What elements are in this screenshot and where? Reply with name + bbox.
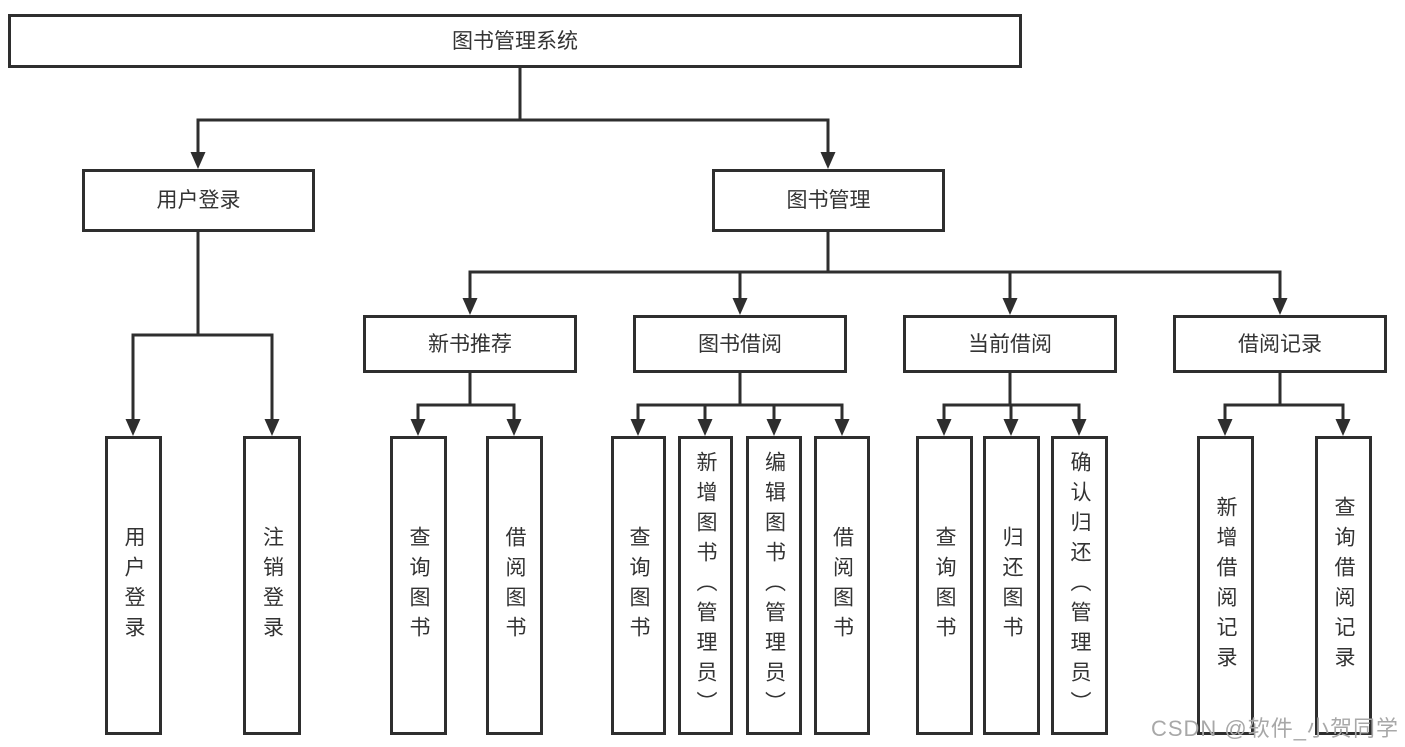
leaf-label: 借阅图书 [503, 525, 526, 646]
leaf-label: 归还图书 [1000, 525, 1023, 646]
node-current-borrowing: 当前借阅 [903, 315, 1117, 373]
leaf-query-books-borrowing: 查询图书 [611, 436, 666, 735]
leaf-label: 借阅图书 [830, 525, 854, 646]
leaf-query-books-current: 查询图书 [916, 436, 973, 735]
node-library-system: 图书管理系统 [8, 14, 1022, 68]
leaf-query-books-recommend: 查询图书 [390, 436, 447, 735]
leaf-borrow-books-recommend: 借阅图书 [486, 436, 543, 735]
leaf-confirm-return-admin: 确认归还（管理员） [1051, 436, 1108, 735]
leaf-label: 查询图书 [407, 525, 430, 646]
leaf-add-books-admin: 新增图书（管理员） [678, 436, 733, 735]
leaf-add-borrow-record: 新增借阅记录 [1197, 436, 1254, 735]
leaf-label: 编辑图书（管理员） [762, 450, 786, 721]
leaf-label: 用户登录 [122, 525, 145, 646]
leaf-label: 新增借阅记录 [1214, 495, 1237, 676]
leaf-query-borrow-record: 查询借阅记录 [1315, 436, 1372, 735]
leaf-logout: 注销登录 [243, 436, 301, 735]
leaf-label: 查询借阅记录 [1332, 495, 1355, 676]
node-new-book-recommend: 新书推荐 [363, 315, 577, 373]
leaf-label: 查询图书 [933, 525, 956, 646]
node-book-management: 图书管理 [712, 169, 945, 232]
leaf-edit-books-admin: 编辑图书（管理员） [746, 436, 802, 735]
leaf-label: 确认归还（管理员） [1068, 450, 1091, 721]
leaf-user-login: 用户登录 [105, 436, 162, 735]
node-borrowing-records: 借阅记录 [1173, 315, 1387, 373]
leaf-label: 注销登录 [260, 525, 284, 646]
leaf-return-books: 归还图书 [983, 436, 1040, 735]
leaf-label: 新增图书（管理员） [694, 450, 717, 721]
csdn-watermark: CSDN @软件_小贺同学 [1150, 716, 1399, 741]
node-book-borrowing: 图书借阅 [633, 315, 847, 373]
leaf-borrow-books: 借阅图书 [814, 436, 870, 735]
leaf-label: 查询图书 [627, 525, 650, 646]
node-user-login: 用户登录 [82, 169, 315, 232]
